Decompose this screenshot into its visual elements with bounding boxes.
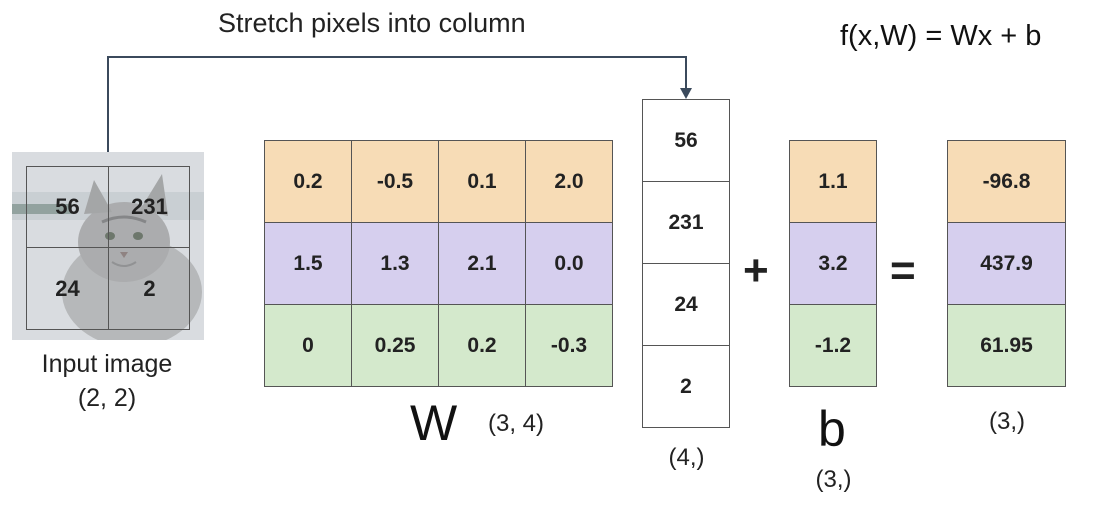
weight-cell: -0.5 <box>352 141 439 223</box>
output-cell: 437.9 <box>948 223 1066 305</box>
weight-cell: 2.0 <box>526 141 613 223</box>
output-vector: -96.8 437.9 61.95 <box>947 140 1066 387</box>
pixel-value: 2 <box>143 275 156 301</box>
weight-matrix: 0.2 -0.5 0.1 2.0 1.5 1.3 2.1 0.0 0 0.25 … <box>264 140 613 387</box>
input-image-shape: (2, 2) <box>77 384 137 412</box>
weight-cell: 2.1 <box>439 223 526 305</box>
pixel-grid-hline <box>27 247 189 248</box>
weight-cell: -0.3 <box>526 305 613 387</box>
output-cell: 61.95 <box>948 305 1066 387</box>
x-cell: 2 <box>643 346 730 428</box>
stretch-arrow-line <box>107 56 687 155</box>
weight-cell: 0.0 <box>526 223 613 305</box>
weight-cell: 0.2 <box>439 305 526 387</box>
arrow-label: Stretch pixels into column <box>218 8 526 38</box>
weight-cell: 0.1 <box>439 141 526 223</box>
pixel-grid: 56 231 24 2 <box>26 166 190 330</box>
x-cell: 231 <box>643 182 730 264</box>
output-shape: (3,) <box>989 408 1025 435</box>
weight-shape: (3, 4) <box>488 410 545 437</box>
bias-shape: (3,) <box>815 466 852 493</box>
bias-cell: 1.1 <box>790 141 877 223</box>
stretch-arrow-head <box>680 88 692 99</box>
bias-cell: 3.2 <box>790 223 877 305</box>
pixel-grid-vline <box>108 167 109 329</box>
x-shape: (4,) <box>668 444 705 471</box>
weight-symbol: W <box>410 395 458 451</box>
output-cell: -96.8 <box>948 141 1066 223</box>
pixel-value: 24 <box>55 275 80 301</box>
equals-operator: = <box>890 246 916 295</box>
x-cell: 56 <box>643 100 730 182</box>
weight-cell: 0.25 <box>352 305 439 387</box>
bias-symbol: b <box>818 401 846 457</box>
input-image: 56 231 24 2 <box>12 152 204 340</box>
input-image-label: Input image <box>41 350 173 378</box>
bias-vector: 1.1 3.2 -1.2 <box>789 140 877 387</box>
pixel-value: 56 <box>55 194 80 219</box>
x-cell: 24 <box>643 264 730 346</box>
formula: f(x,W) = Wx + b <box>840 20 1042 52</box>
bias-cell: -1.2 <box>790 305 877 387</box>
weight-cell: 0 <box>265 305 352 387</box>
x-vector: 56 231 24 2 <box>642 99 730 428</box>
plus-operator: + <box>743 246 769 295</box>
pixel-value: 231 <box>131 194 168 219</box>
weight-cell: 1.5 <box>265 223 352 305</box>
weight-cell: 0.2 <box>265 141 352 223</box>
weight-cell: 1.3 <box>352 223 439 305</box>
